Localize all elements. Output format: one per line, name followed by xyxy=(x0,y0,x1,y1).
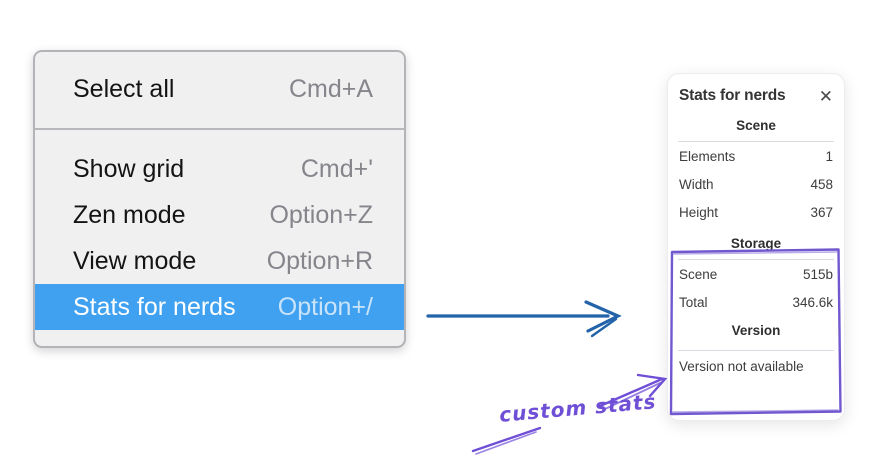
stat-value: 515b xyxy=(802,266,833,282)
stats-panel: Stats for nerds ✕ Scene Elements 1 Width… xyxy=(667,73,845,421)
stat-label: Total xyxy=(679,294,708,310)
stat-row-elements: Elements 1 xyxy=(678,142,834,170)
menu-item-select-all[interactable]: Select all Cmd+A xyxy=(35,66,404,112)
stat-label: Width xyxy=(679,176,714,192)
stat-value: 1 xyxy=(825,148,833,164)
section-heading-version: Version xyxy=(731,323,781,338)
section-heading-scene: Scene xyxy=(736,118,776,133)
menu-divider xyxy=(35,128,404,130)
stat-label: Elements xyxy=(679,148,736,164)
stat-row-scene-storage: Scene 515b xyxy=(678,260,834,288)
stat-label: Scene xyxy=(679,266,718,282)
version-status-text: Version not available xyxy=(679,359,804,374)
stat-value: 346.6k xyxy=(792,294,833,310)
stat-row-total-storage: Total 346.6k xyxy=(678,288,834,316)
section-divider xyxy=(678,141,834,142)
stat-row-width: Width 458 xyxy=(678,170,834,198)
menu-item-label: Zen mode xyxy=(73,200,186,229)
menu-item-shortcut: Cmd+A xyxy=(288,74,373,103)
stat-value: 458 xyxy=(810,176,833,192)
stat-label: Height xyxy=(679,204,719,220)
menu-item-label: View mode xyxy=(73,246,197,275)
menu-section-top: Select all Cmd+A xyxy=(35,52,404,128)
menu-item-shortcut: Cmd+' xyxy=(300,154,373,183)
menu-item-label: Select all xyxy=(73,74,175,103)
stats-panel-titlebar: Stats for nerds ✕ xyxy=(678,87,834,105)
arrow-menu-to-panel xyxy=(426,300,622,338)
menu-item-label: Stats for nerds xyxy=(73,292,236,321)
context-menu: Select all Cmd+A Show grid Cmd+' Zen mod… xyxy=(33,50,406,348)
menu-item-label: Show grid xyxy=(73,154,185,183)
section-heading-storage: Storage xyxy=(730,236,782,251)
menu-item-stats-for-nerds[interactable]: Stats for nerds Option+/ xyxy=(35,284,404,330)
menu-item-view-mode[interactable]: View mode Option+R xyxy=(35,238,404,284)
stat-row-height: Height 367 xyxy=(678,198,834,226)
close-icon[interactable]: ✕ xyxy=(818,86,833,106)
stat-value: 367 xyxy=(810,204,833,220)
menu-item-shortcut: Option+R xyxy=(266,246,373,275)
menu-item-zen-mode[interactable]: Zen mode Option+Z xyxy=(35,192,404,238)
annotation-custom-stats: custom stats xyxy=(498,389,658,427)
stats-panel-title: Stats for nerds xyxy=(679,87,786,104)
menu-item-show-grid[interactable]: Show grid Cmd+' xyxy=(35,146,404,192)
menu-item-shortcut: Option+Z xyxy=(269,200,373,229)
menu-section-bottom: Show grid Cmd+' Zen mode Option+Z View m… xyxy=(35,130,404,346)
menu-item-shortcut: Option+/ xyxy=(277,292,373,321)
